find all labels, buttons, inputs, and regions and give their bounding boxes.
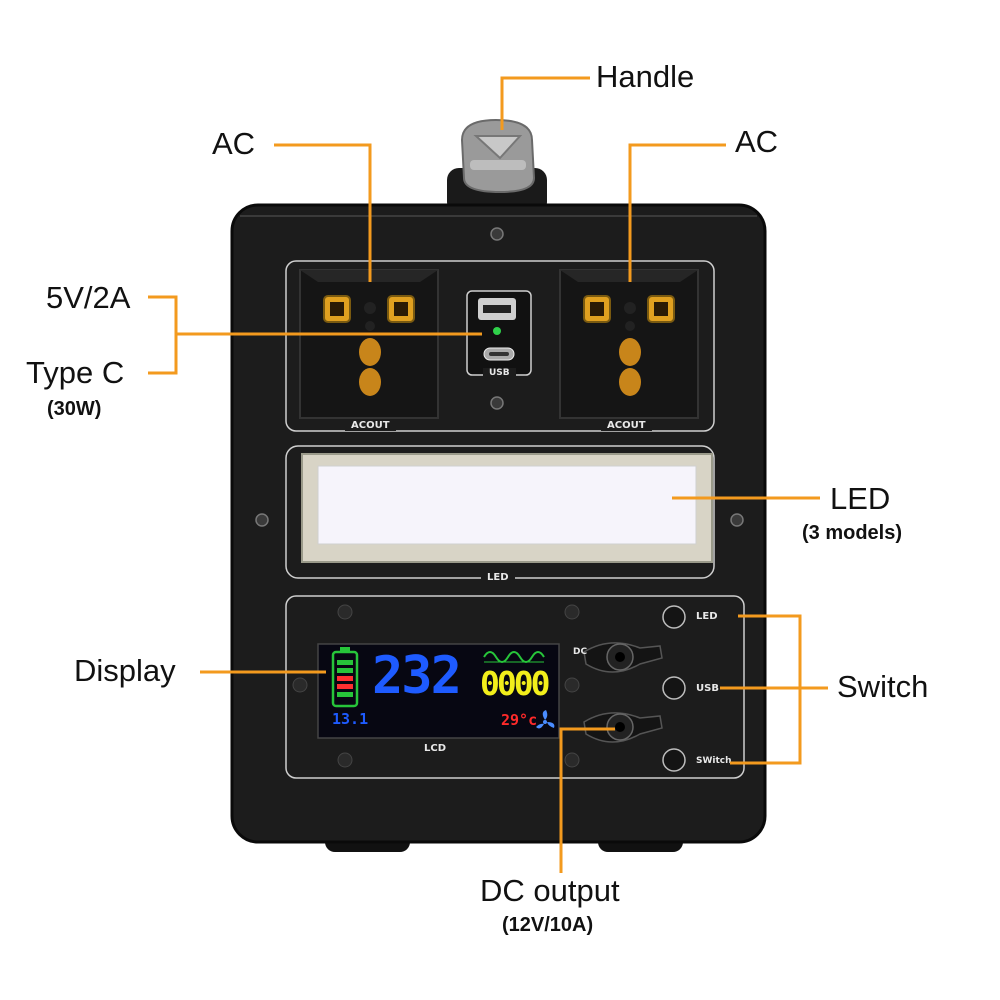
callout-5v2a: 5V/2A xyxy=(46,280,131,315)
callout-dc-output: DC output xyxy=(480,873,620,908)
fan-icon xyxy=(536,710,555,729)
handle xyxy=(447,118,547,214)
leader-ac-right xyxy=(628,143,726,282)
leader-usb-bracket xyxy=(148,295,178,375)
battery-icon xyxy=(331,647,359,708)
usb-label: USB xyxy=(483,368,516,378)
callout-display: Display xyxy=(74,653,176,688)
callout-type-c: Type C xyxy=(26,355,125,390)
ac-socket-right xyxy=(559,269,699,419)
callout-led-modes: (3 models) xyxy=(802,522,903,544)
callout-dc-output-rating: (12V/10A) xyxy=(502,914,594,936)
lcd-voltage-readout: 232 xyxy=(372,646,462,706)
callout-switch: Switch xyxy=(837,669,929,704)
callout-ac-left: AC xyxy=(212,126,256,161)
button-led-label: LED xyxy=(690,611,724,622)
lcd-battery-voltage: 13.1 xyxy=(332,710,369,728)
acout-right-label: ACOUT xyxy=(601,420,652,431)
callout-type-c-power: (30W) xyxy=(47,398,102,420)
screw-right xyxy=(730,513,744,527)
button-usb xyxy=(662,676,686,700)
ac-panel-outline xyxy=(285,260,715,432)
lcd-label: LCD xyxy=(424,743,447,754)
ac-wave-icon xyxy=(483,651,545,663)
callout-handle: Handle xyxy=(596,59,695,94)
button-led xyxy=(662,605,686,629)
acout-left-label: ACOUT xyxy=(345,420,396,431)
lcd-power-readout: 0000 xyxy=(480,664,551,703)
button-usb-label: USB xyxy=(690,683,725,694)
lcd-temperature: 29°c xyxy=(501,711,538,729)
screw-mid xyxy=(490,396,504,410)
dc-socket-top xyxy=(583,642,663,673)
dc-top-label: DC xyxy=(573,647,588,657)
callout-ac-right: AC xyxy=(735,124,779,159)
leader-ac-left xyxy=(274,143,372,282)
button-switch-label: SWitch xyxy=(690,756,738,766)
leader-handle xyxy=(500,76,590,130)
leader-dc-output xyxy=(559,727,615,873)
callout-led: LED xyxy=(830,481,891,516)
screw-top xyxy=(490,227,504,241)
dc-socket-bottom xyxy=(583,712,663,743)
screw-left xyxy=(255,513,269,527)
ac-socket-left xyxy=(299,269,439,419)
led-panel-label: LED xyxy=(481,572,515,583)
led-lamp-lens xyxy=(317,465,697,545)
button-switch xyxy=(662,748,686,772)
